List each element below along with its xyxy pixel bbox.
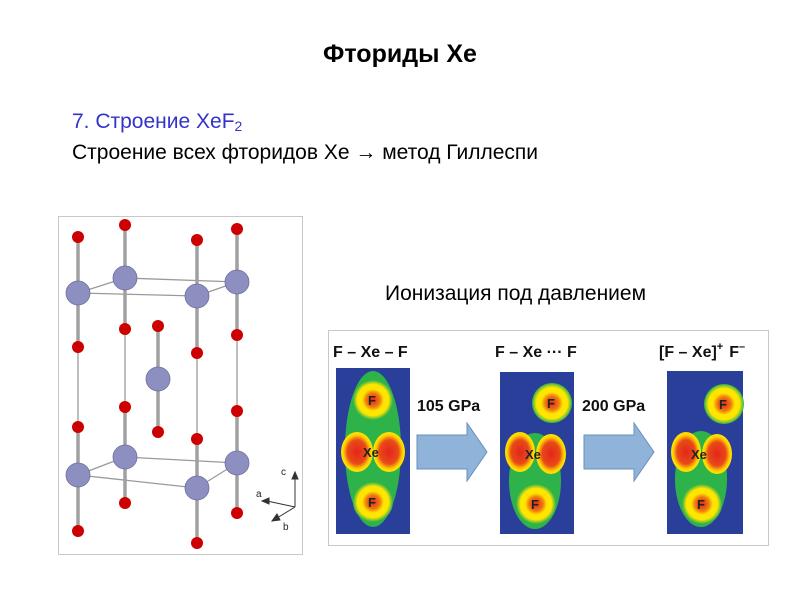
xe-atoms <box>65 265 250 501</box>
fluorine-label: F <box>719 397 727 412</box>
pressure-label-1: 105 GPa <box>417 398 480 415</box>
f-atom <box>191 347 203 359</box>
xe-atom <box>184 475 210 501</box>
axis-indicator <box>260 470 299 522</box>
f-atom <box>152 320 164 332</box>
pressure-arrow-2: 200 GPa <box>582 398 655 483</box>
f-atom <box>152 426 164 438</box>
slide-title: Фториды Xe <box>323 40 477 68</box>
crystal-structure-figure: c a b <box>58 216 303 555</box>
f-atom <box>119 323 131 335</box>
xenon-label: Xe <box>525 447 541 462</box>
xe-atom <box>65 280 91 306</box>
f-atom <box>119 219 131 231</box>
xe-atom <box>65 462 91 488</box>
f-atom <box>119 497 131 509</box>
f-atom <box>191 537 203 549</box>
xe-atom <box>224 450 250 476</box>
density-panel-2: F Xe F <box>500 372 574 534</box>
fluorine-label: F <box>697 497 705 512</box>
f-atom <box>191 433 203 445</box>
f-atom <box>72 421 84 433</box>
axis-label-b: b <box>283 522 289 533</box>
method-line: Строение всех фторидов Xe → метод Гиллес… <box>72 141 539 164</box>
section-heading-subscript: 2 <box>234 118 243 134</box>
f-atom <box>191 234 203 246</box>
f-atom <box>231 405 243 417</box>
ionization-subtitle: Ионизация под давлением <box>385 282 647 305</box>
section-heading: 7. Строение XeF2 <box>72 110 242 134</box>
xenon-label: Xe <box>691 447 707 462</box>
fluorine-label: F <box>531 497 539 512</box>
crystal-structure-svg: c a b <box>65 219 299 549</box>
xe-atom <box>112 444 138 470</box>
pressure-arrow-1: 105 GPa <box>416 398 488 483</box>
state-1-formula: F – Xe – F <box>333 344 408 361</box>
state-2-formula: F – Xe ··· F <box>495 344 577 361</box>
f-atom <box>72 525 84 537</box>
f-atom <box>231 223 243 235</box>
f-atom <box>72 231 84 243</box>
f-atom <box>231 329 243 341</box>
f-atom <box>231 507 243 519</box>
fluorine-label: F <box>368 393 376 408</box>
ionization-figure: F – Xe – F F – Xe ··· F [F – Xe]+F– F Xe… <box>328 330 769 546</box>
f-atom <box>119 401 131 413</box>
f-atoms <box>72 219 243 549</box>
f-atom <box>72 341 84 353</box>
density-panel-3: F Xe F <box>667 371 744 534</box>
pressure-label-2: 200 GPa <box>582 398 645 415</box>
ionization-svg: F – Xe – F F – Xe ··· F [F – Xe]+F– F Xe… <box>333 341 745 534</box>
xe-atom <box>184 283 210 309</box>
xenon-label: Xe <box>363 445 379 460</box>
fluorine-label: F <box>547 396 555 411</box>
fluorine-label: F <box>368 495 376 510</box>
section-heading-text: 7. Строение XeF <box>72 110 235 133</box>
xe-atom <box>112 265 138 291</box>
xe-atom <box>224 269 250 295</box>
axis-label-c: c <box>281 467 286 478</box>
density-panel-1: F Xe F <box>336 368 410 534</box>
state-3-formula: [F – Xe]+F– <box>659 341 745 361</box>
xe-atom <box>145 366 171 392</box>
axis-label-a: a <box>256 489 262 500</box>
